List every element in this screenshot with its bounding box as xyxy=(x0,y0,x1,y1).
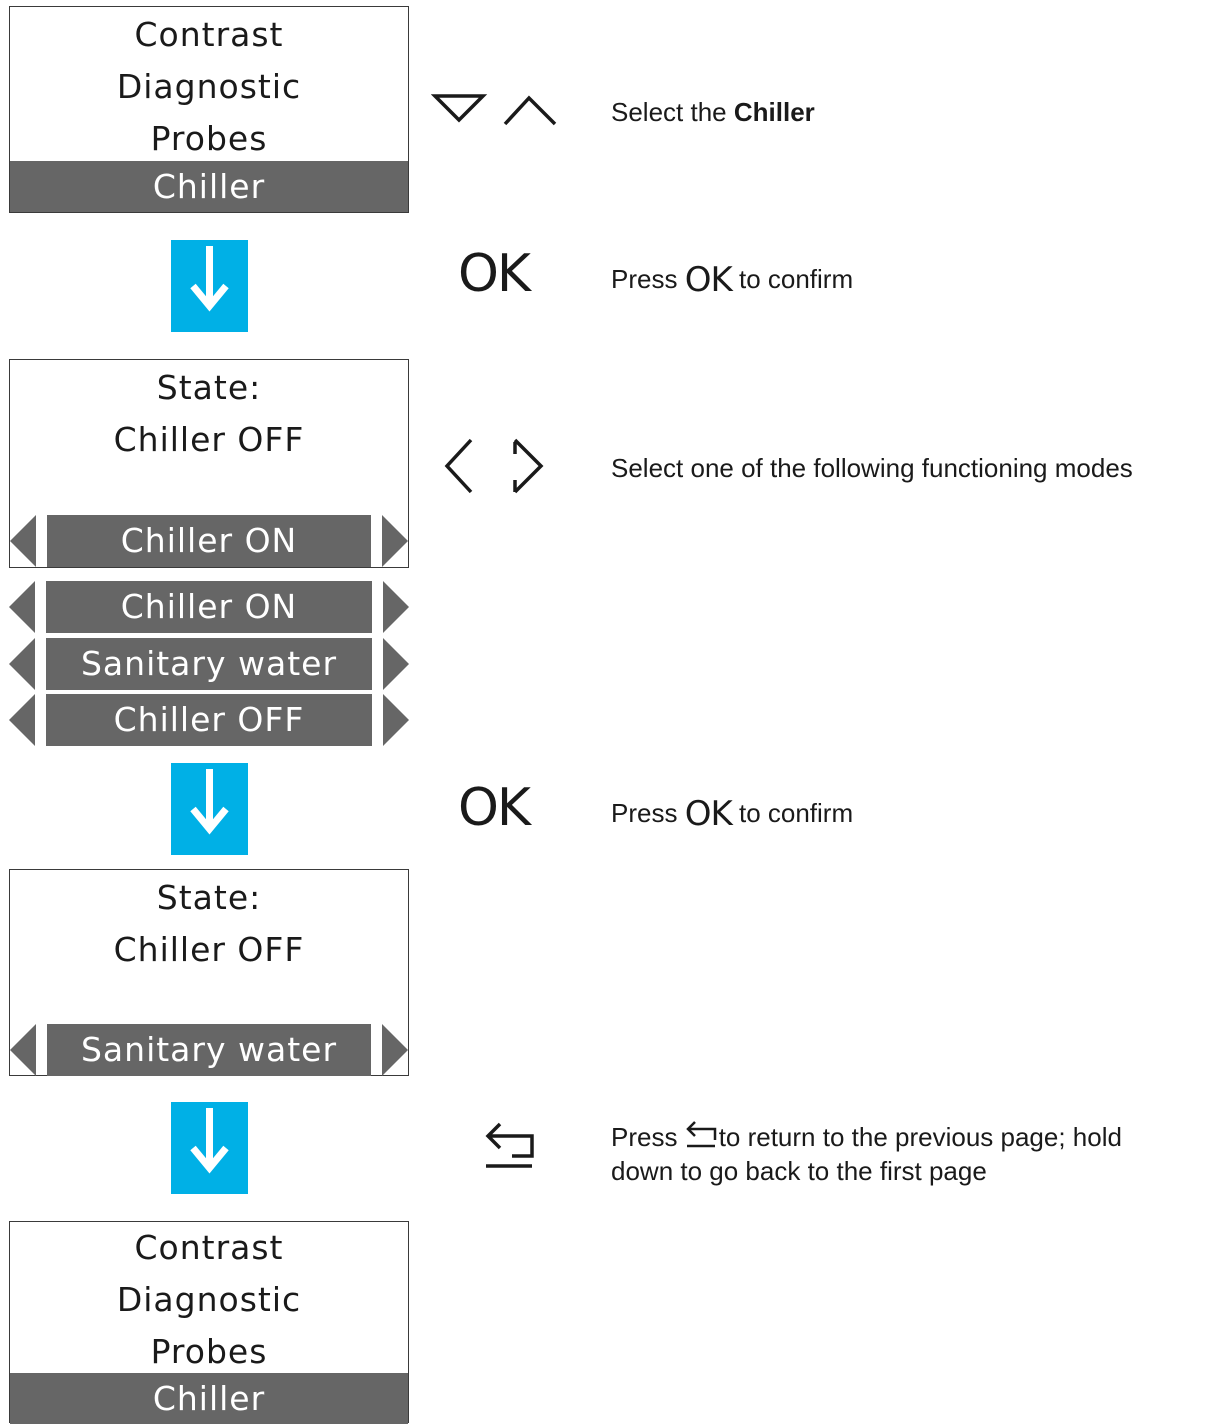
state-value: Chiller OFF xyxy=(113,420,305,459)
inline-back-icon xyxy=(685,1121,716,1148)
instruction-select-mode: Select one of the following functioning … xyxy=(611,453,1133,483)
instruction-press-ok-1: Press OK to confirm xyxy=(611,260,854,300)
menu-item-probes: Probes xyxy=(150,1332,268,1371)
left-triangle-icon xyxy=(10,1024,36,1076)
menu-item-chiller-selected: Chiller xyxy=(10,161,408,212)
mode-selector: Chiller ON xyxy=(10,515,408,567)
mode-option: Sanitary water xyxy=(47,1024,371,1076)
right-triangle-icon xyxy=(383,581,409,633)
mode-list-label: Sanitary water xyxy=(46,638,372,690)
up-arrow-key-icon xyxy=(503,95,557,126)
instruction-select-chiller: Select the Chiller xyxy=(611,97,815,127)
chiller-bold-label: Chiller xyxy=(733,97,815,127)
instruction-press-ok-2: Press OK to confirm xyxy=(611,794,854,834)
left-triangle-icon xyxy=(9,694,35,746)
state-screen-2: State: Chiller OFF Sanitary water xyxy=(9,869,409,1076)
inline-ok-icon: OK xyxy=(684,794,733,834)
mode-selector: Sanitary water xyxy=(10,1024,408,1076)
state-label: State: xyxy=(156,878,262,917)
menu-item-contrast: Contrast xyxy=(134,1228,284,1267)
menu-item-contrast: Contrast xyxy=(134,15,284,54)
right-triangle-icon xyxy=(383,694,409,746)
down-arrow-key-icon xyxy=(431,94,488,123)
state-value: Chiller OFF xyxy=(113,930,305,969)
mode-option: Chiller ON xyxy=(47,515,371,567)
back-key-icon xyxy=(485,1122,534,1168)
menu-screen: Contrast Diagnostic Probes Chiller xyxy=(9,6,409,213)
left-arrow-key-icon xyxy=(444,438,473,494)
mode-list-label: Chiller ON xyxy=(46,581,372,633)
state-screen-1: State: Chiller OFF Chiller ON xyxy=(9,359,409,568)
inline-ok-icon: OK xyxy=(684,260,733,300)
menu-item-chiller-selected: Chiller xyxy=(10,1373,408,1424)
menu-item-probes: Probes xyxy=(150,119,268,158)
ok-key-icon: OK xyxy=(458,244,531,304)
flow-down-arrow-icon xyxy=(171,240,248,332)
menu-item-diagnostic: Diagnostic xyxy=(116,1280,302,1319)
left-triangle-icon xyxy=(9,581,35,633)
right-triangle-icon xyxy=(382,1024,408,1076)
right-triangle-icon xyxy=(382,515,408,567)
right-arrow-key-icon xyxy=(513,438,544,494)
mode-list-item: Sanitary water xyxy=(9,638,409,690)
menu-screen-final: Contrast Diagnostic Probes Chiller xyxy=(9,1221,409,1424)
state-label: State: xyxy=(156,368,262,407)
mode-list-label: Chiller OFF xyxy=(46,694,372,746)
menu-item-diagnostic: Diagnostic xyxy=(116,67,302,106)
mode-list-item: Chiller OFF xyxy=(9,694,409,746)
right-triangle-icon xyxy=(383,638,409,690)
ok-key-icon: OK xyxy=(458,778,531,838)
instruction-press-back: Press to return to the previous page; ho… xyxy=(611,1121,1122,1186)
flow-down-arrow-icon xyxy=(171,1102,248,1194)
flow-down-arrow-icon xyxy=(171,763,248,855)
mode-list-item: Chiller ON xyxy=(9,581,409,633)
left-triangle-icon xyxy=(9,638,35,690)
left-triangle-icon xyxy=(10,515,36,567)
